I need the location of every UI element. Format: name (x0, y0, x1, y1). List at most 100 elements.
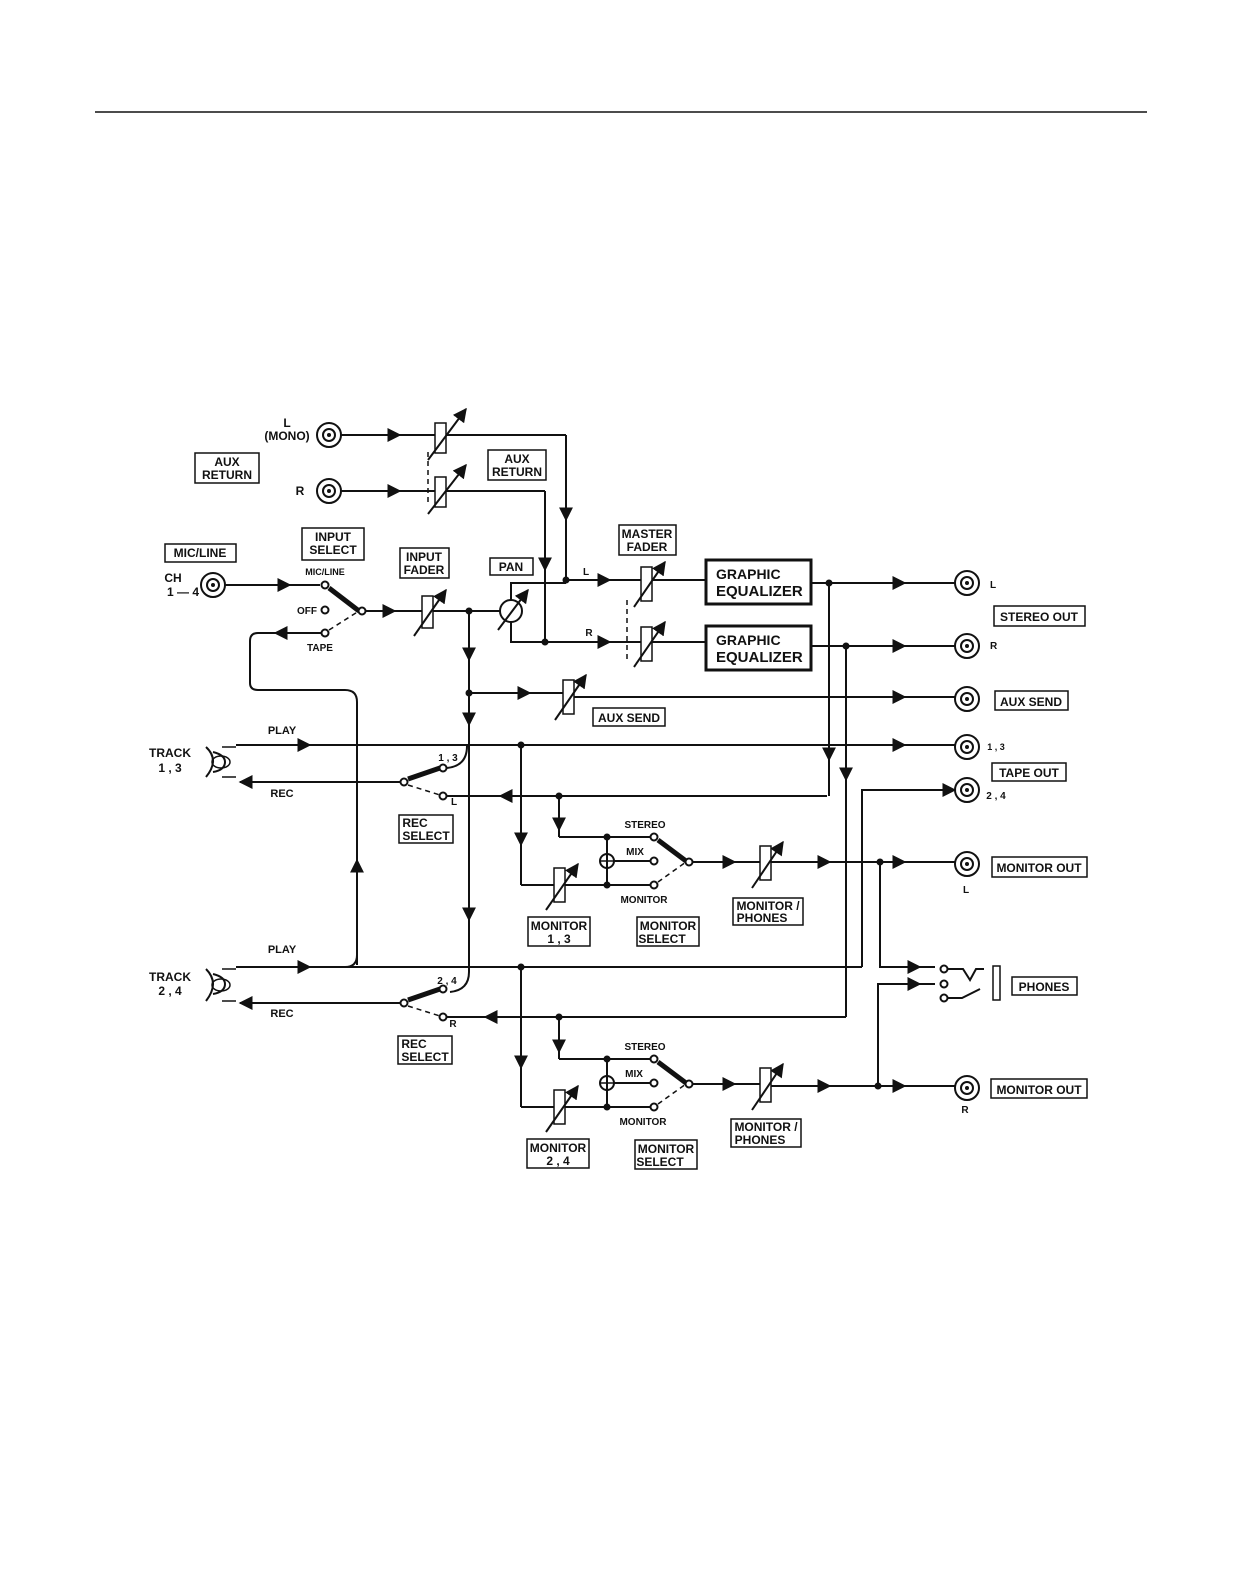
aux-send-box-right (994, 690, 1069, 711)
rec-select-upper-box-line1: REC (402, 816, 428, 830)
input-fader-box-line1: INPUT (406, 550, 443, 564)
monitor-select-upper-lever (656, 838, 688, 863)
input-select-switch-lever (327, 586, 361, 613)
graphic-eq-top-block (704, 558, 813, 606)
monitor-out-l-section: L MONITOR OUT (954, 851, 1088, 896)
monitor-phones-lower-box (730, 1118, 802, 1148)
monitor-out-lower-box (990, 1078, 1088, 1099)
monitor-out-r-section: R MONITOR OUT (954, 1075, 1088, 1116)
mix-upper-label: MIX (626, 847, 644, 858)
stereo-out-l-label: L (990, 580, 996, 591)
monitor-13-box-line1: MONITOR (531, 919, 588, 933)
mic-line-box-label: MIC/LINE (174, 546, 227, 560)
monitor-select-upper-box-line1: MONITOR (640, 919, 697, 933)
aux-send-box-mid-label: AUX SEND (598, 711, 660, 725)
aux-return-r-label: R (296, 484, 305, 498)
aux-send-section: AUX SEND AUX SEND (465, 611, 1069, 727)
input-select-box-line2: SELECT (309, 543, 357, 557)
input-select-box-line1: INPUT (315, 530, 352, 544)
pan-section: PAN L R (489, 557, 643, 649)
monitor-13-box (527, 916, 591, 947)
input-select-off-label: OFF (297, 606, 317, 617)
graphic-eq-bottom-line2: EQUALIZER (716, 649, 803, 666)
monitor-lower-label: MONITOR (619, 1117, 667, 1128)
monitor-24-section: STEREO MIX MONITOR MONITOR 2 , 4 MONITOR… (514, 967, 955, 1170)
monitor-out-r-label: R (961, 1105, 969, 1116)
tape-head-13-icon (205, 746, 236, 778)
monitor-out-r-jack-icon (954, 1075, 980, 1101)
input-fader-box (399, 547, 450, 579)
rec-select-upper-lever (407, 765, 441, 782)
aux-send-level-control (562, 679, 575, 715)
tape-out-13-jack-icon (954, 734, 980, 760)
stereo-out-box-label: STEREO OUT (1000, 610, 1079, 624)
stereo-lower-label: STEREO (624, 1042, 665, 1053)
input-select-tape-label: TAPE (307, 643, 333, 654)
monitor-select-lower-box-line2: SELECT (636, 1155, 684, 1169)
rec-select-lower-24: 2 , 4 (437, 976, 457, 987)
stereo-out-r-label: R (990, 641, 998, 652)
monitor-13-box-line2: 1 , 3 (547, 932, 571, 946)
play-lower-label: PLAY (268, 944, 297, 956)
stereo-out-l-jack-icon (954, 570, 980, 596)
phones-box (1011, 976, 1078, 996)
rec-select-upper-box-line2: SELECT (402, 829, 450, 843)
input-fader-box-line2: FADER (404, 563, 445, 577)
aux-send-jack-icon (954, 686, 980, 712)
monitor-out-upper-box-label: MONITOR OUT (996, 861, 1082, 875)
phones-section: PHONES (877, 862, 1078, 1086)
pan-r-label: R (585, 628, 593, 639)
graphic-eq-bottom-block (704, 624, 813, 672)
monitor-select-upper-box-line2: SELECT (638, 932, 686, 946)
aux-return-mono-label: (MONO) (264, 429, 309, 443)
input-select-mic-line-label: MIC/LINE (305, 567, 345, 577)
master-fader-box-line1: MASTER (622, 527, 673, 541)
tape-out-box (991, 762, 1067, 782)
monitor-phones-lower-box-line2: PHONES (735, 1133, 786, 1147)
phones-jack-body (992, 965, 1001, 1001)
track24-number: 2 , 4 (158, 984, 182, 998)
aux-send-box-mid (592, 707, 666, 727)
monitor-out-l-label: L (963, 885, 969, 896)
monitor-24-box-line1: MONITOR (530, 1141, 587, 1155)
phones-box-label: PHONES (1019, 980, 1070, 994)
monitor-phones-upper-box-line1: MONITOR / (736, 899, 800, 913)
pan-box-label: PAN (499, 560, 523, 574)
stereo-out-box (993, 605, 1086, 627)
aux-return-r-jack-icon (316, 478, 342, 504)
monitor-24-box-line2: 2 , 4 (546, 1154, 570, 1168)
aux-return-left-box (194, 452, 260, 484)
rec-select-lower-lever (407, 986, 441, 1003)
aux-return-left-box-line2: RETURN (202, 468, 252, 482)
monitor-select-lower-box-line1: MONITOR (638, 1142, 695, 1156)
input-select-box (301, 527, 365, 561)
aux-return-l-label: L (283, 416, 290, 430)
tape-out-24-label: 2 , 4 (986, 791, 1006, 802)
rec-select-lower-box-line1: REC (401, 1037, 427, 1051)
aux-return-section: L (MONO) R AUX RETURN AUX RETURN (194, 407, 573, 642)
master-fader-r-control (640, 626, 653, 662)
monitor-out-l-jack-icon (954, 851, 980, 877)
monitor-upper-label: MONITOR (620, 895, 668, 906)
master-section: MASTER FADER GRAPHIC EQUALIZER GRAPHIC E… (618, 524, 955, 672)
mic-line-box (164, 543, 237, 563)
track-24-section: TRACK 2 , 4 PLAY REC 2 , 4 R REC SELECT (149, 944, 862, 1065)
tape-out-section: 1 , 3 2 , 4 TAPE OUT (861, 734, 1067, 967)
ch-range-label: 1 — 4 (167, 585, 199, 599)
mix-lower-label: MIX (625, 1069, 643, 1080)
graphic-eq-top-line1: GRAPHIC (716, 566, 781, 582)
graphic-eq-bottom-line1: GRAPHIC (716, 632, 781, 648)
ch-label: CH (164, 571, 181, 585)
monitor-select-lower-lever (656, 1060, 688, 1085)
track24-label: TRACK (149, 970, 191, 984)
aux-return-center-box-line1: AUX (504, 452, 529, 466)
stereo-out-r-jack-icon (954, 633, 980, 659)
tape-out-13-label: 1 , 3 (987, 742, 1005, 752)
stereo-out-section: L R STEREO OUT (954, 570, 1086, 659)
rec-select-lower-box-line2: SELECT (401, 1050, 449, 1064)
ch-input-jack-icon (200, 572, 226, 598)
tape-head-24-icon (205, 968, 236, 1002)
monitor-13-section: STEREO MIX MONITOR MONITOR 1 , 3 MONITOR… (514, 745, 955, 947)
monitor-select-upper-box (636, 916, 700, 947)
